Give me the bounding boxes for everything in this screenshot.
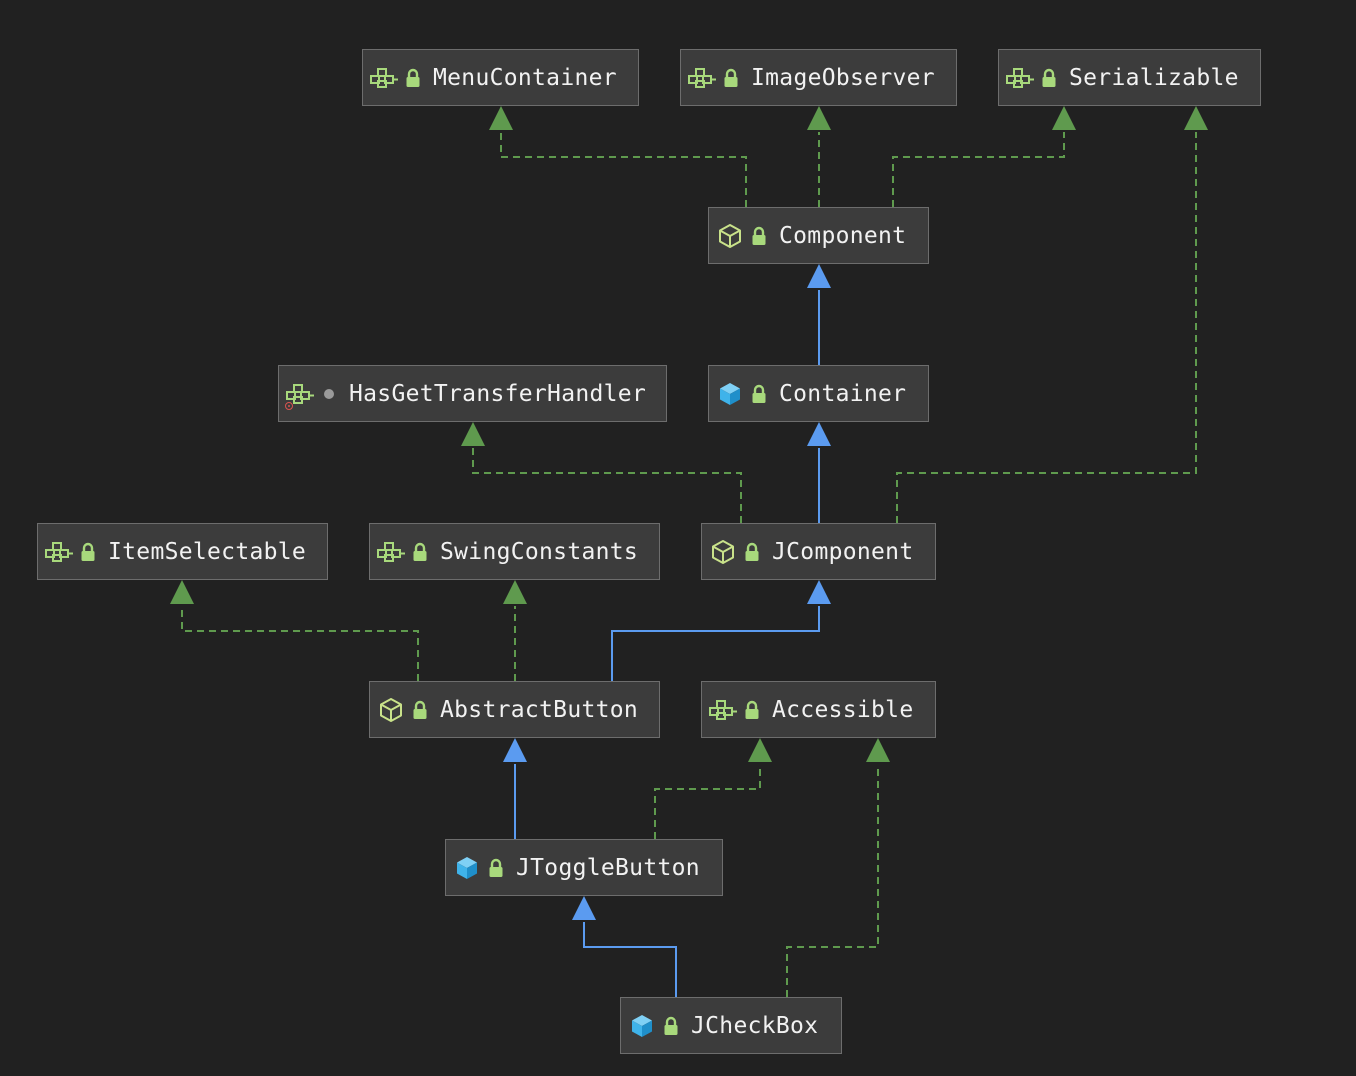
- node-container[interactable]: Container: [708, 365, 929, 422]
- node-itemselectable[interactable]: ItemSelectable: [37, 523, 328, 580]
- edge-jcomponent-to-serializable: [896, 106, 1208, 523]
- node-accessible[interactable]: Accessible: [701, 681, 936, 738]
- edge-jtogglebutton-to-accessible: [654, 738, 772, 839]
- lock-icon: [719, 66, 743, 90]
- edge-jcheckbox-to-jtogglebutton: [572, 896, 677, 997]
- node-label: JToggleButton: [516, 854, 700, 881]
- edge-component-to-serializable: [892, 106, 1076, 207]
- edge-component-to-menucontainer: [489, 106, 747, 207]
- node-imageobserver[interactable]: ImageObserver: [680, 49, 957, 106]
- edge-component-to-imageobserver: [807, 106, 831, 207]
- lock-icon: [659, 1014, 683, 1038]
- lock-icon: [747, 224, 771, 248]
- node-label: Component: [779, 222, 907, 249]
- interface-icon: [1005, 65, 1035, 91]
- abstract-class-icon: [715, 223, 745, 249]
- edge-container-to-component: [807, 264, 831, 365]
- node-jtogglebutton[interactable]: JToggleButton: [445, 839, 723, 896]
- node-serializable[interactable]: Serializable: [998, 49, 1261, 106]
- node-label: MenuContainer: [433, 64, 617, 91]
- node-label: ItemSelectable: [108, 538, 307, 565]
- arrowhead: [866, 738, 890, 762]
- node-component[interactable]: Component: [708, 207, 929, 264]
- class-icon: [452, 855, 482, 881]
- interface-icon: [687, 65, 717, 91]
- arrowhead: [807, 422, 831, 446]
- arrowhead: [1184, 106, 1208, 130]
- lock-icon: [1037, 66, 1061, 90]
- lock-icon: [408, 698, 432, 722]
- arrowhead: [503, 738, 527, 762]
- edge-jcomponent-to-container: [807, 422, 831, 523]
- class-icon: [715, 381, 745, 407]
- arrowhead: [461, 422, 485, 446]
- node-label: Serializable: [1069, 64, 1239, 91]
- interface-icon: [369, 65, 399, 91]
- edge-jcomponent-to-hasgettransferhandler: [461, 422, 742, 523]
- lock-icon: [740, 698, 764, 722]
- node-hasgettransferhandler[interactable]: HasGetTransferHandler: [278, 365, 667, 422]
- lock-icon: [408, 540, 432, 564]
- lock-icon: [76, 540, 100, 564]
- node-jcomponent[interactable]: JComponent: [701, 523, 936, 580]
- arrowhead: [489, 106, 513, 130]
- lock-icon: [401, 66, 425, 90]
- interface-icon: [285, 381, 315, 410]
- node-label: HasGetTransferHandler: [349, 380, 647, 407]
- package-private-dot-icon: [317, 382, 341, 406]
- interface-icon: [44, 539, 74, 565]
- node-jcheckbox[interactable]: JCheckBox: [620, 997, 842, 1054]
- node-abstractbutton[interactable]: AbstractButton: [369, 681, 660, 738]
- arrowhead: [503, 580, 527, 604]
- node-label: ImageObserver: [751, 64, 935, 91]
- arrowhead: [572, 896, 596, 920]
- edge-jcheckbox-to-accessible: [786, 738, 890, 997]
- node-label: JComponent: [772, 538, 914, 565]
- arrowhead: [748, 738, 772, 762]
- node-swingconstants[interactable]: SwingConstants: [369, 523, 660, 580]
- interface-icon: [708, 697, 738, 723]
- node-label: SwingConstants: [440, 538, 639, 565]
- arrowhead: [170, 580, 194, 604]
- lock-icon: [747, 382, 771, 406]
- arrowhead: [1052, 106, 1076, 130]
- node-label: Accessible: [772, 696, 914, 723]
- interface-icon: [376, 539, 406, 565]
- abstract-class-icon: [376, 697, 406, 723]
- node-menucontainer[interactable]: MenuContainer: [362, 49, 639, 106]
- edge-abstractbutton-to-itemselectable: [170, 580, 419, 681]
- lock-icon: [740, 540, 764, 564]
- node-label: AbstractButton: [440, 696, 639, 723]
- arrowhead: [807, 106, 831, 130]
- arrowhead: [807, 264, 831, 288]
- edge-abstractbutton-to-swingconstants: [503, 580, 527, 681]
- lock-icon: [484, 856, 508, 880]
- arrowhead: [807, 580, 831, 604]
- abstract-class-icon: [708, 539, 738, 565]
- edge-abstractbutton-to-jcomponent: [611, 580, 831, 681]
- edge-jtogglebutton-to-abstractbutton: [503, 738, 527, 839]
- class-icon: [627, 1013, 657, 1039]
- node-label: JCheckBox: [691, 1012, 819, 1039]
- node-label: Container: [779, 380, 907, 407]
- error-marker-icon: [285, 401, 293, 410]
